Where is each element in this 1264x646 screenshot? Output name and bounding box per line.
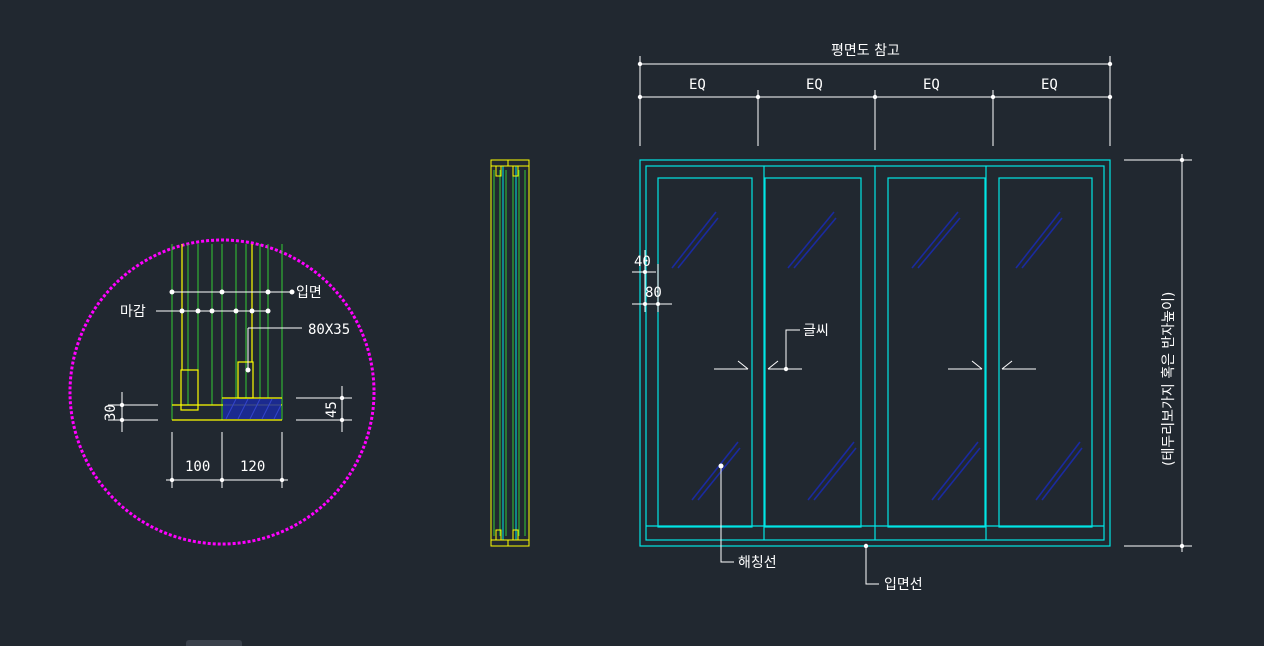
- window-frame: [639, 159, 1111, 547]
- section-view: [490, 159, 530, 547]
- text-leader: [785, 329, 800, 369]
- height-label: (테두리보가지 혹은 반자높이): [1161, 292, 1177, 466]
- dim-40: 40: [634, 254, 651, 270]
- elevation-label: 입면: [296, 285, 322, 301]
- sliding-direction-marks: [714, 360, 1036, 370]
- dim-left-height: 30: [103, 404, 119, 421]
- elevation-top-dims: [639, 56, 1111, 150]
- finish-label: 마감: [120, 304, 146, 320]
- eq-label-4: EQ: [1041, 77, 1058, 93]
- detail-circle: [68, 238, 376, 546]
- hatch-leader: [720, 466, 734, 563]
- detail-green-lines: [171, 244, 283, 420]
- hatch-line-label: 해칭선: [738, 555, 777, 571]
- elevation-line-label: 입면선: [884, 577, 923, 593]
- elevation-line-leader: [865, 546, 879, 585]
- glass-hatch-marks: [671, 211, 1083, 501]
- eq-label-1: EQ: [689, 77, 706, 93]
- detail-leaders: [156, 291, 302, 370]
- member-size-label: 80X35: [308, 322, 350, 338]
- dim-right-height: 45: [324, 401, 340, 418]
- eq-label-3: EQ: [923, 77, 940, 93]
- dim-width-left: 100: [185, 459, 210, 475]
- detail-dots: [169, 289, 295, 373]
- dim-80: 80: [645, 285, 662, 301]
- bottom-tab-stub[interactable]: [186, 640, 242, 646]
- eq-label-2: EQ: [806, 77, 823, 93]
- dim-left-30: [108, 392, 158, 432]
- elevation-view: 평면도 참고 EQ EQ EQ EQ: [632, 43, 1192, 593]
- height-dim: [1124, 154, 1192, 552]
- detail-hatch-lines: [225, 398, 282, 420]
- plan-reference-label: 평면도 참고: [831, 43, 900, 59]
- dim-width-right: 120: [240, 459, 265, 475]
- text-label: 글씨: [803, 323, 829, 339]
- detail-callout: 입면 마감 80X35 30 45 100 120: [68, 238, 376, 546]
- detail-hatch: [223, 399, 281, 419]
